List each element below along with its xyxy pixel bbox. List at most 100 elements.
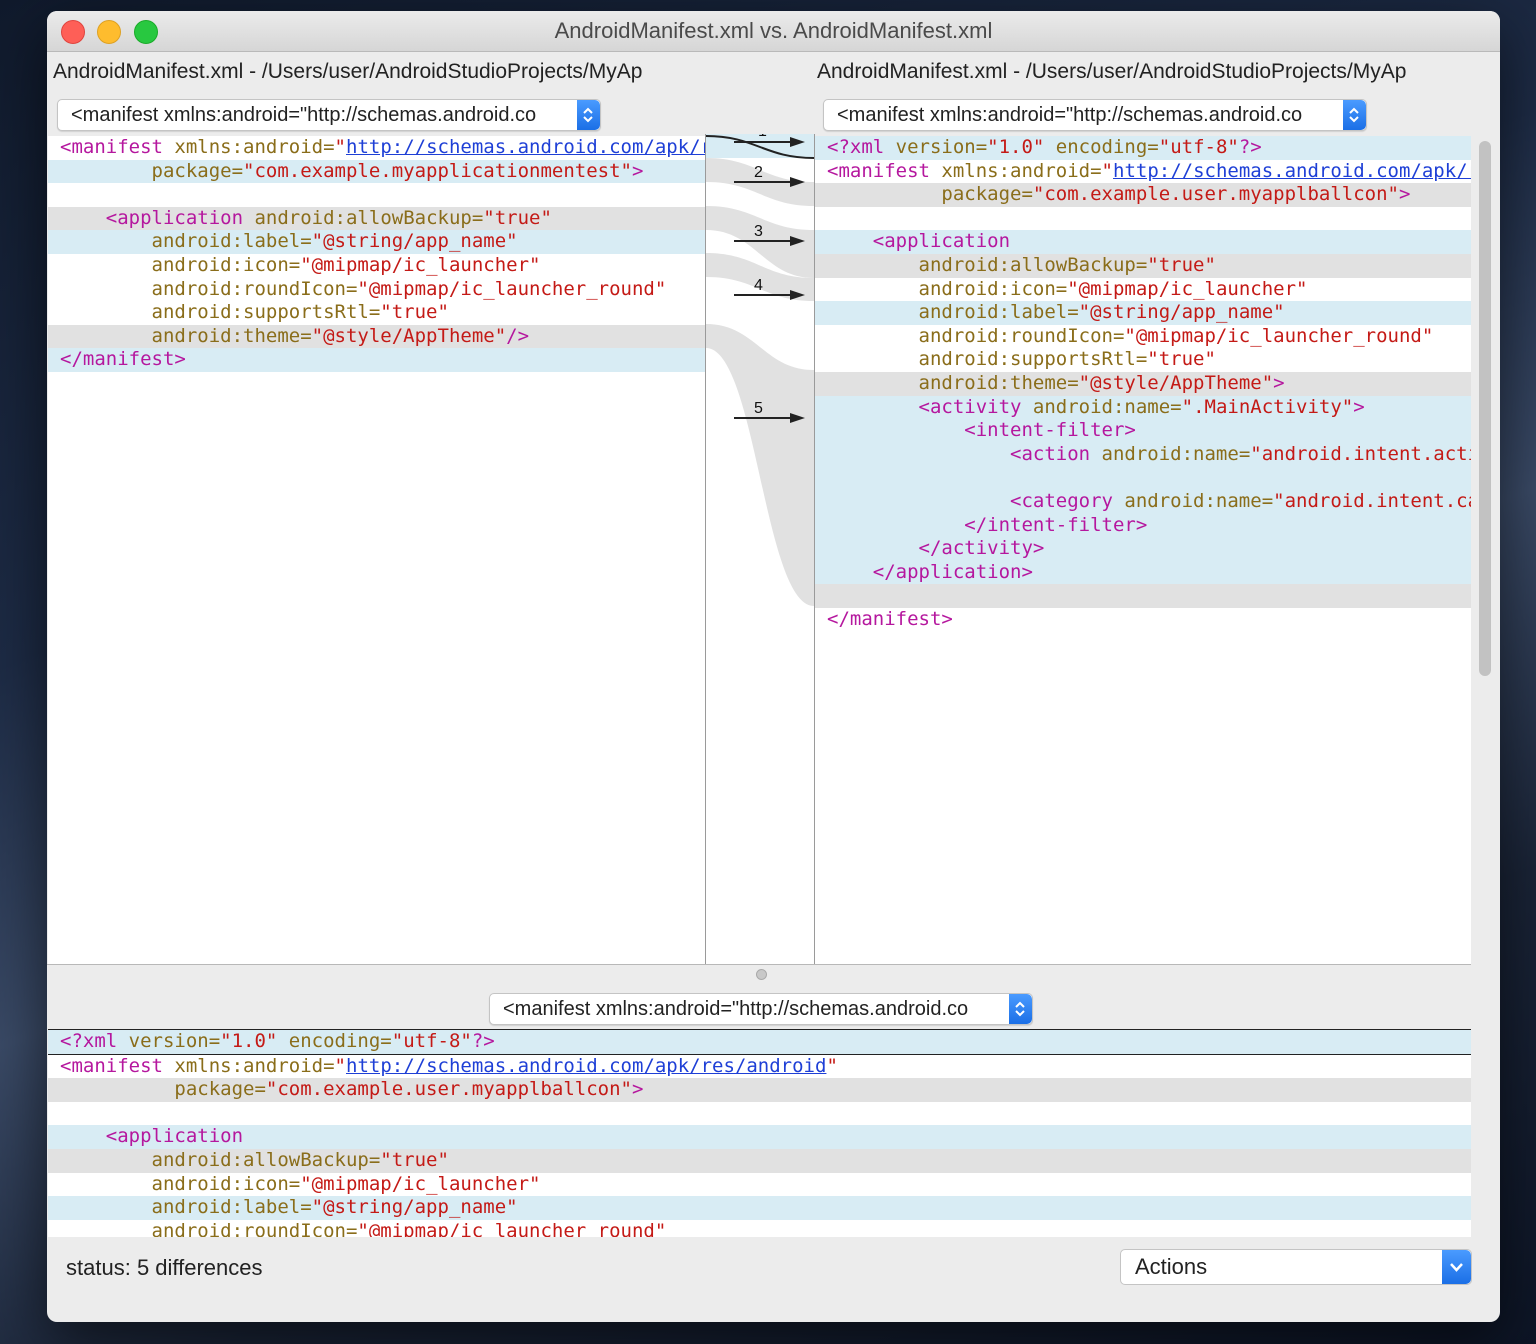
- right-code-pane[interactable]: <?xml version="1.0" encoding="utf-8"?><m…: [815, 136, 1471, 964]
- up-down-chevron-icon[interactable]: [577, 100, 600, 130]
- code-line[interactable]: <category android:name="android.intent.c…: [815, 489, 1471, 514]
- svg-text:5: 5: [754, 400, 763, 417]
- code-token: ": [334, 1054, 346, 1077]
- left-code-pane[interactable]: <manifest xmlns:android="http://schemas.…: [48, 136, 705, 964]
- code-line[interactable]: package="com.example.user.myapplballcon"…: [48, 1078, 1471, 1102]
- code-line[interactable]: android:label="@string/app_name": [48, 230, 705, 254]
- code-token: android:allowBackup=: [151, 1148, 381, 1171]
- chevron-down-icon[interactable]: [1442, 1250, 1471, 1284]
- code-line[interactable]: package="com.example.user.myapplballcon"…: [815, 183, 1471, 207]
- code-line[interactable]: android:allowBackup="true": [48, 1148, 1471, 1173]
- code-line[interactable]: <intent-filter>: [815, 419, 1471, 443]
- code-line[interactable]: [48, 1102, 1471, 1126]
- code-token: <application: [105, 1125, 244, 1148]
- code-line[interactable]: <application android:allowBackup="true": [48, 206, 705, 231]
- code-token: "@mipmap/ic_launcher": [300, 1172, 541, 1195]
- code-line[interactable]: [48, 183, 705, 207]
- code-token: android:icon=: [918, 277, 1068, 300]
- code-line[interactable]: <activity android:name=".MainActivity">: [815, 395, 1471, 420]
- code-token: android:name=: [1124, 489, 1274, 512]
- code-line[interactable]: <manifest xmlns:android="http://schemas.…: [48, 136, 705, 160]
- code-line[interactable]: android:icon="@mipmap/ic_launcher": [48, 1173, 1471, 1197]
- code-line[interactable]: android:theme="@style/AppTheme">: [815, 371, 1471, 396]
- code-line[interactable]: <?xml version="1.0" encoding="utf-8"?>: [815, 136, 1471, 160]
- left-section-popup[interactable]: <manifest xmlns:android="http://schemas.…: [57, 99, 601, 131]
- up-down-chevron-icon[interactable]: [1343, 100, 1366, 130]
- code-line[interactable]: <manifest xmlns:android="http://schemas.…: [48, 1055, 1471, 1079]
- code-token: android:name=: [1101, 442, 1251, 465]
- code-indent: [60, 1220, 152, 1237]
- code-token: "android.intent.category.LAUNCHER": [1273, 489, 1471, 512]
- diff-marker-3[interactable]: 3: [734, 223, 805, 246]
- code-line[interactable]: android:label="@string/app_name": [48, 1196, 1471, 1220]
- zoom-button[interactable]: [134, 20, 158, 44]
- code-token: package=: [174, 1078, 266, 1101]
- diff-marker-5[interactable]: 5: [734, 400, 805, 423]
- code-token: />: [506, 324, 530, 347]
- code-line[interactable]: <application: [815, 230, 1471, 254]
- code-line[interactable]: package="com.example.myapplicationmentes…: [48, 159, 705, 184]
- merge-section-popup[interactable]: <manifest xmlns:android="http://schemas.…: [489, 993, 1033, 1025]
- code-line[interactable]: [815, 466, 1471, 490]
- code-link[interactable]: http://schemas.android.com/apk/res/andro…: [346, 1054, 827, 1077]
- code-line[interactable]: android:supportsRtl="true": [815, 348, 1471, 372]
- code-line[interactable]: android:roundIcon="@mipmap/ic_launcher_r…: [815, 325, 1471, 349]
- code-line[interactable]: android:roundIcon="@mipmap/ic_launcher_r…: [48, 278, 705, 302]
- code-line[interactable]: android:icon="@mipmap/ic_launcher": [48, 254, 705, 278]
- code-indent: [827, 443, 1010, 465]
- code-token: android:supportsRtl=: [151, 301, 381, 324]
- code-indent: [60, 1196, 152, 1218]
- code-line[interactable]: </activity>: [815, 537, 1471, 561]
- code-indent: [60, 160, 152, 182]
- code-token: "1.0": [220, 1030, 289, 1052]
- right-section-popup[interactable]: <manifest xmlns:android="http://schemas.…: [823, 99, 1367, 131]
- code-link[interactable]: http://schemas.android.com/apk/res/andro…: [346, 136, 705, 158]
- diff-marker-1[interactable]: 1: [734, 134, 805, 147]
- code-link[interactable]: http://schemas.android.com/apk/res/andro…: [1113, 159, 1471, 182]
- code-token: <manifest: [827, 159, 942, 182]
- code-line[interactable]: <action android:name="android.intent.act…: [815, 442, 1471, 467]
- code-token: >: [1353, 395, 1365, 418]
- code-line[interactable]: </intent-filter>: [815, 513, 1471, 538]
- code-token: ": [826, 1054, 838, 1077]
- code-line[interactable]: <manifest xmlns:android="http://schemas.…: [815, 160, 1471, 184]
- diff-window: AndroidManifest.xml vs. AndroidManifest.…: [47, 11, 1500, 1322]
- code-line[interactable]: android:allowBackup="true": [815, 253, 1471, 278]
- close-button[interactable]: [61, 20, 85, 44]
- code-line[interactable]: android:supportsRtl="true": [48, 301, 705, 325]
- code-token: >: [1398, 183, 1411, 206]
- code-token: <action: [1010, 442, 1102, 465]
- code-token: <application: [872, 230, 1011, 253]
- diff-marker-2[interactable]: 2: [734, 164, 805, 187]
- code-token: xmlns:android=: [174, 136, 335, 158]
- code-line[interactable]: android:theme="@style/AppTheme"/>: [48, 324, 705, 349]
- code-line[interactable]: android:label="@string/app_name": [815, 301, 1471, 325]
- diff-marker-4[interactable]: 4: [734, 277, 805, 300]
- code-line[interactable]: </manifest>: [48, 348, 705, 372]
- code-line[interactable]: </manifest>: [815, 608, 1471, 632]
- code-line[interactable]: <application: [48, 1125, 1471, 1149]
- status-label: status:: [66, 1255, 131, 1280]
- code-line[interactable]: </application>: [815, 560, 1471, 585]
- code-line[interactable]: android:icon="@mipmap/ic_launcher": [815, 278, 1471, 302]
- code-indent: [827, 372, 919, 394]
- code-line[interactable]: [815, 584, 1471, 608]
- up-down-chevron-icon[interactable]: [1009, 994, 1032, 1024]
- code-token: "true": [380, 301, 449, 324]
- code-token: <?xml: [60, 1030, 129, 1052]
- split-resize-handle[interactable]: [756, 969, 767, 980]
- title-bar[interactable]: AndroidManifest.xml vs. AndroidManifest.…: [47, 11, 1500, 52]
- actions-dropdown[interactable]: Actions: [1120, 1249, 1472, 1285]
- code-line[interactable]: android:roundIcon="@mipmap/ic_launcher_r…: [48, 1220, 1471, 1237]
- merge-output-pane[interactable]: <?xml version="1.0" encoding="utf-8"?><m…: [48, 1029, 1471, 1237]
- code-indent: [827, 419, 964, 441]
- code-token: android:supportsRtl=: [918, 348, 1148, 371]
- right-pane-scrollbar[interactable]: [1479, 141, 1491, 676]
- code-token: <intent-filter>: [964, 419, 1136, 442]
- code-line[interactable]: <?xml version="1.0" encoding="utf-8"?>: [48, 1030, 1471, 1055]
- code-token: encoding=: [288, 1030, 392, 1052]
- code-token: </application>: [872, 560, 1033, 583]
- minimize-button[interactable]: [97, 20, 121, 44]
- code-line[interactable]: [815, 207, 1471, 231]
- right-section-popup-label: <manifest xmlns:android="http://schemas.…: [837, 104, 1303, 126]
